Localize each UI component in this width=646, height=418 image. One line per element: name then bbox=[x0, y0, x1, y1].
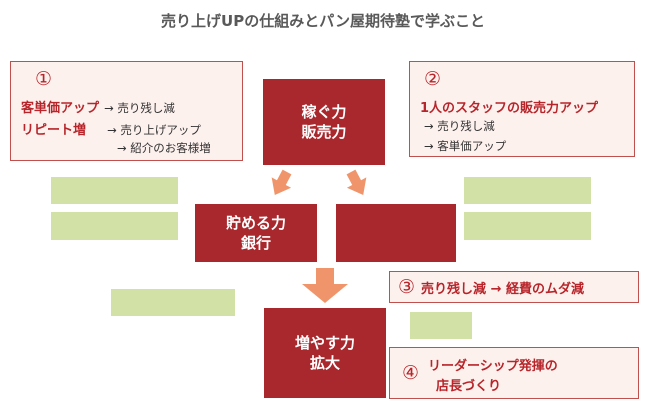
box-3-text: 売り残し減 → 経費のムダ減 bbox=[421, 281, 584, 297]
box-2-line2: → 客単価アップ bbox=[424, 139, 507, 153]
box-2-number: ② bbox=[424, 68, 442, 90]
box-1-line1-text: → 売り残し減 bbox=[104, 101, 175, 115]
growing-power-box: 増やす力 拡大 bbox=[264, 308, 386, 398]
box-4-number: ④ bbox=[402, 362, 420, 384]
box-1-number: ① bbox=[35, 68, 53, 90]
blank-box bbox=[336, 204, 456, 262]
green-placeholder-right-2 bbox=[464, 212, 591, 240]
saving-power-box: 貯める力 銀行 bbox=[195, 204, 317, 262]
saving-power-label: 貯める力 bbox=[225, 214, 286, 232]
green-placeholder-left-2 bbox=[51, 212, 178, 240]
box-2-heading: 1人のスタッフの販売力アップ bbox=[420, 101, 599, 116]
expansion-label: 拡大 bbox=[309, 354, 340, 372]
box-2-line1: → 売り残し減 bbox=[424, 119, 495, 133]
box-4-line1: リーダーシップ発揮の bbox=[428, 359, 558, 374]
bank-label: 銀行 bbox=[240, 234, 271, 252]
box-1-line2-text: → 売り上げアップ bbox=[107, 123, 201, 137]
earning-power-box: 稼ぐ力 販売力 bbox=[263, 79, 385, 165]
box-3: ③ 売り残し減 → 経費のムダ減 bbox=[389, 271, 639, 303]
growing-power-label: 増やす力 bbox=[294, 334, 355, 352]
box-1-line3-text: → 紹介のお客様増 bbox=[117, 141, 211, 155]
box-4: ④ リーダーシップ発揮の 店長づくり bbox=[389, 347, 639, 399]
box-1-line1-highlight: 客単価アップ bbox=[21, 101, 100, 116]
page-title: 売り上げUPの仕組みとパン屋期待塾で学ぶこと bbox=[161, 12, 485, 30]
arrow-down-icon bbox=[302, 268, 348, 303]
arrow-down-left-icon bbox=[271, 169, 292, 195]
green-placeholder-right-1 bbox=[464, 177, 591, 204]
box-1-line2-highlight: リピート増 bbox=[21, 123, 87, 138]
green-placeholder-left-1 bbox=[51, 177, 178, 204]
sales-power-label: 販売力 bbox=[301, 123, 347, 141]
box-3-number: ③ bbox=[398, 276, 416, 298]
earning-power-label: 稼ぐ力 bbox=[301, 103, 347, 121]
arrow-down-right-icon bbox=[346, 169, 367, 195]
green-placeholder-left-3 bbox=[111, 289, 235, 316]
box-1: ① 客単価アップ → 売り残し減 リピート増 → 売り上げアップ → 紹介のお客… bbox=[10, 61, 243, 161]
green-placeholder-right-3 bbox=[410, 312, 472, 339]
box-2: ② 1人のスタッフの販売力アップ → 売り残し減 → 客単価アップ bbox=[409, 61, 635, 157]
box-4-line2: 店長づくり bbox=[436, 379, 502, 394]
